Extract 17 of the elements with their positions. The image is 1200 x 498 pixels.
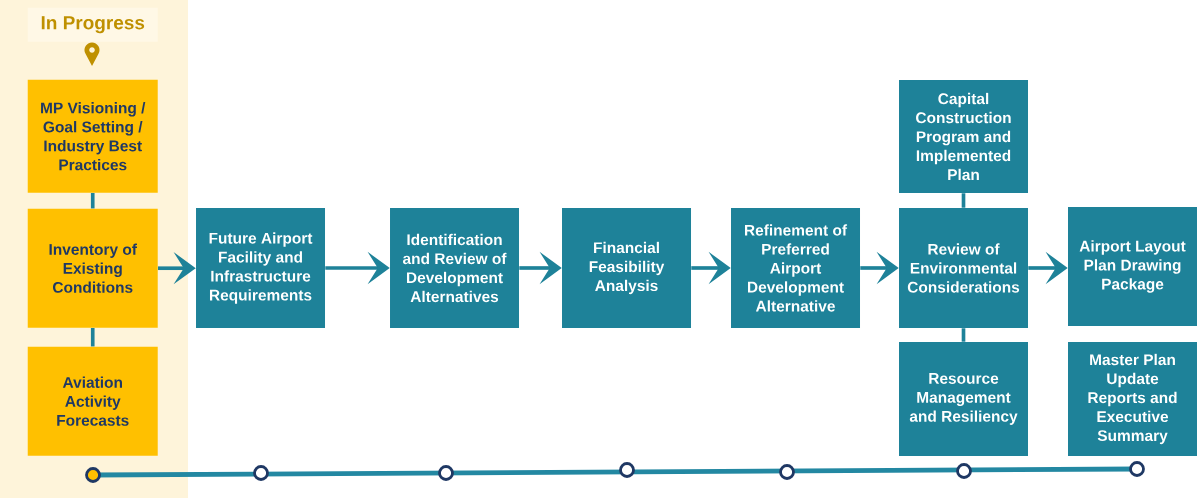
process-box: Resource Management and Resiliency	[899, 342, 1028, 456]
process-box: Master Plan Update Reports and Executive Summary	[1068, 342, 1197, 456]
connector-line	[961, 328, 966, 342]
process-box: Airport Layout Plan Drawing Package	[1068, 207, 1197, 326]
process-box: Refinement of Preferred Airport Development Alternative	[731, 208, 860, 328]
process-box: Inventory of Existing Conditions	[27, 208, 158, 328]
connector-line	[961, 193, 966, 208]
connector-line	[90, 328, 95, 347]
process-box: Review of Environmental Considerations	[899, 208, 1028, 328]
band-heading: In Progress	[27, 7, 158, 42]
process-box: Financial Feasibility Analysis	[562, 208, 691, 328]
connector-line	[90, 193, 95, 209]
process-box: Identification and Review of Development Alternatives	[390, 208, 519, 328]
process-box: Aviation Activity Forecasts	[27, 346, 158, 456]
process-box: MP Visioning / Goal Setting / Industry Best Practices	[27, 79, 158, 193]
process-box: Future Airport Facility and Infrastructure Requirements	[196, 208, 325, 328]
process-box: Capital Construction Program and Implemented Plan	[899, 80, 1028, 193]
